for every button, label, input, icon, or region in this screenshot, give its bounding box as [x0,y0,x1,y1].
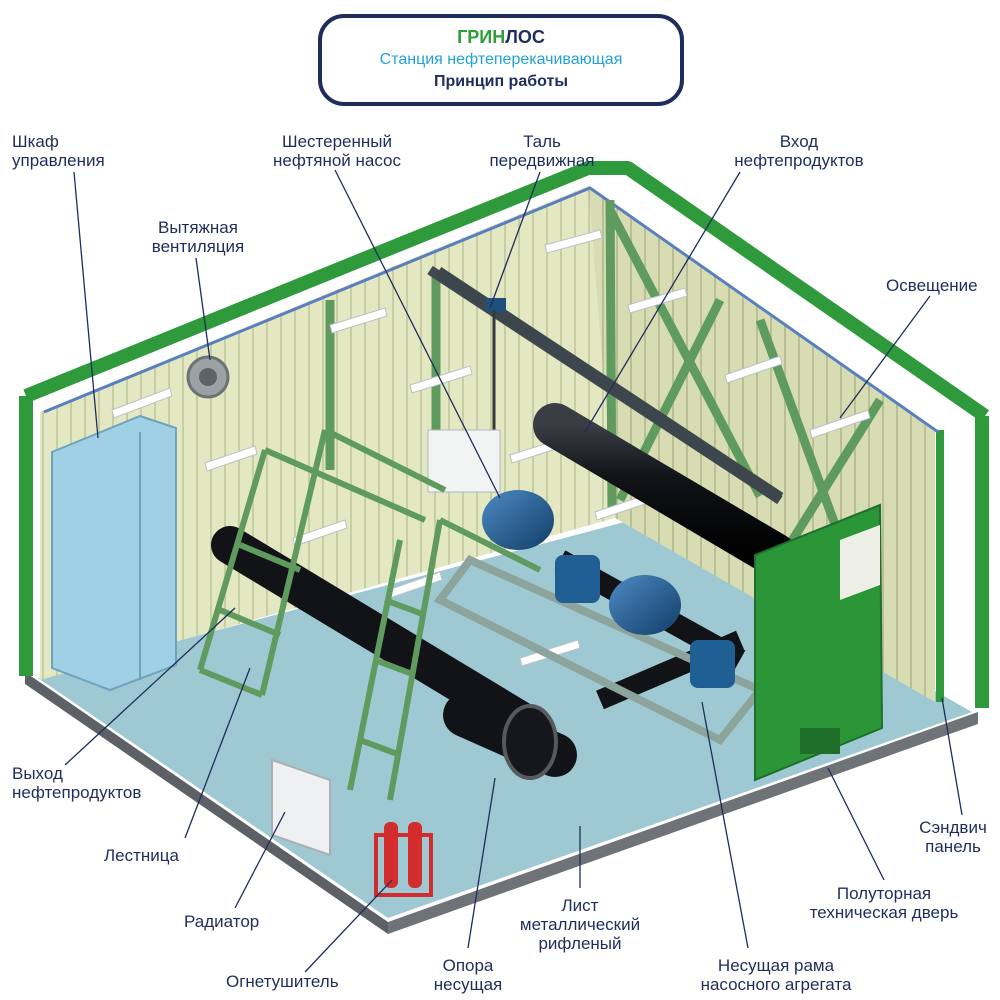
brand-name: ГРИНЛОС [457,27,545,47]
label-radiator: Радиатор [184,912,260,931]
roof-frame [23,161,989,422]
leader-lines [64,169,963,973]
station-subtitle: Станция нефтеперекачивающая [379,51,623,68]
label-ladder: Лестница [104,846,179,865]
label-fire-extinguisher: Огнетушитель [226,972,339,991]
title-box: ГРИНЛОС Станция нефтеперекачивающая Прин… [318,14,684,106]
pump-units [482,490,735,688]
diagram-caption: Принцип работы [434,73,568,90]
ladders [197,427,542,801]
fire-extinguisher-rack [374,833,433,897]
control-cabinet [51,414,177,692]
radiator [271,758,331,857]
pump-frame [433,555,767,746]
label-lighting: Освещение [886,276,978,295]
radiator-wall [427,429,501,493]
